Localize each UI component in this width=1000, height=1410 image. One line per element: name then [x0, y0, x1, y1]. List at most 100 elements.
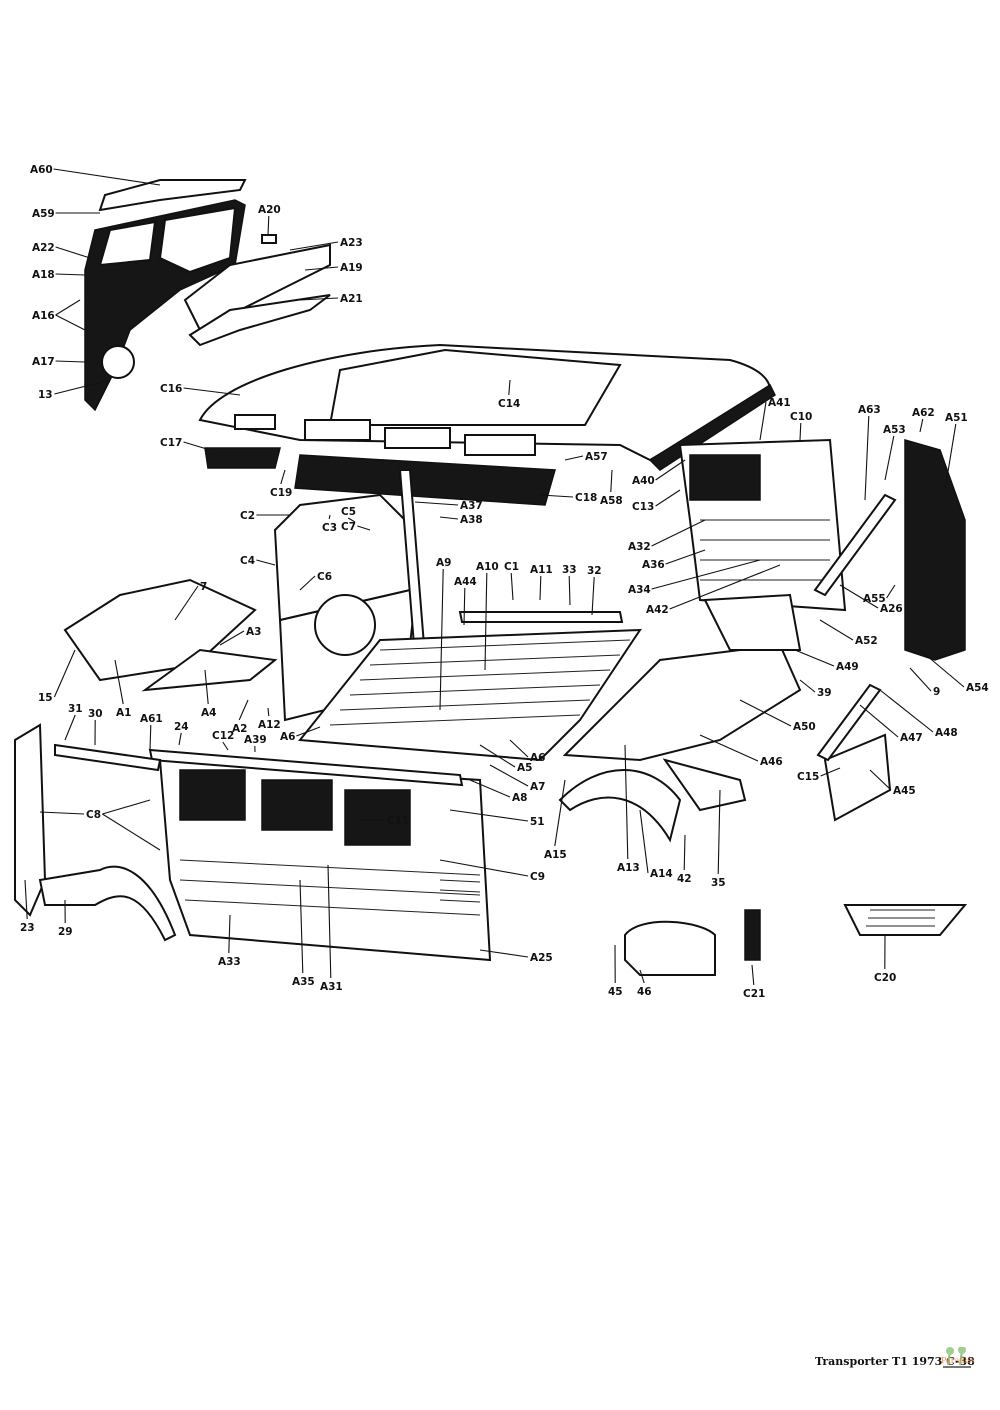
part-label-a55: A55: [863, 593, 886, 605]
leader-line: [651, 559, 761, 590]
part-label-a60: A60: [30, 164, 53, 176]
leader-line: [228, 914, 231, 954]
leader-line: [624, 744, 629, 860]
leader-line: [484, 572, 488, 671]
paradise-logo: Paradise: [941, 1347, 974, 1368]
leader-line: [102, 813, 161, 851]
part-label-a36: A36: [642, 559, 665, 571]
leader-line: [751, 964, 755, 986]
part-label-a63: A63: [858, 404, 881, 416]
leader-line: [39, 811, 85, 815]
leader-line: [299, 575, 316, 591]
leader-line: [509, 739, 529, 758]
part-label-32: 32: [587, 565, 602, 577]
leader-line: [267, 707, 270, 717]
part-label-a23: A23: [340, 237, 363, 249]
part-label-9: 9: [933, 686, 940, 698]
part-label-a4: A4: [201, 707, 216, 719]
part-label-33: 33: [562, 564, 577, 576]
leader-lines: [24, 168, 965, 986]
leader-line: [102, 799, 151, 815]
part-label-a50: A50: [793, 721, 816, 733]
part-label-30: 30: [88, 708, 103, 720]
part-label-c19: C19: [270, 487, 292, 499]
part-label-a62: A62: [912, 407, 935, 419]
leader-line: [24, 879, 28, 920]
leader-line: [238, 699, 249, 721]
leader-line: [328, 514, 331, 520]
leader-line: [919, 418, 924, 433]
part-label-a46: A46: [760, 756, 783, 768]
part-label-35: 35: [711, 877, 726, 889]
part-label-a8: A8: [512, 792, 527, 804]
page-caption: Transporter T1 1973 C-38: [815, 1355, 975, 1368]
part-label-c18: C18: [575, 492, 597, 504]
part-label-a52: A52: [855, 635, 878, 647]
leader-line: [469, 779, 511, 798]
part-label-c14: C14: [498, 398, 520, 410]
part-label-c2: C2: [240, 510, 255, 522]
leader-line: [884, 435, 895, 481]
leader-line: [669, 564, 781, 610]
leader-line: [886, 584, 896, 599]
leader-line: [639, 809, 649, 874]
leader-line: [53, 649, 76, 698]
part-label-a22: A22: [32, 242, 55, 254]
leader-line: [439, 859, 529, 877]
leader-line: [508, 379, 511, 396]
part-label-a42: A42: [646, 604, 669, 616]
part-label-a15: A15: [544, 849, 567, 861]
part-label-a21: A21: [340, 293, 363, 305]
part-label-c1: C1: [504, 561, 519, 573]
part-label-a2: A2: [232, 723, 247, 735]
leader-line: [256, 559, 276, 566]
leader-line: [820, 767, 841, 777]
part-label-a14: A14: [650, 868, 673, 880]
leader-line: [564, 455, 584, 461]
part-label-a40: A40: [632, 475, 655, 487]
leader-line: [683, 834, 686, 871]
leader-line: [909, 667, 932, 692]
leader-line: [55, 360, 86, 363]
leader-line: [449, 809, 529, 822]
part-label-a16: A16: [32, 310, 55, 322]
leader-line: [539, 575, 542, 601]
leader-line: [869, 769, 892, 791]
part-label-a61: A61: [140, 713, 163, 725]
leader-line: [864, 415, 870, 501]
leader-line: [114, 659, 124, 705]
part-label-a26: A26: [880, 603, 903, 615]
part-label-a9: A9: [436, 557, 451, 569]
leader-line: [655, 459, 686, 481]
leader-line: [55, 246, 91, 259]
leader-line: [879, 689, 934, 733]
part-label-45: 45: [608, 986, 623, 998]
part-label-a35: A35: [292, 976, 315, 988]
leader-line: [944, 423, 957, 491]
part-label-c11: C11: [387, 815, 409, 827]
leader-line: [204, 669, 209, 705]
part-label-c8: C8: [86, 809, 101, 821]
part-label-a53: A53: [883, 424, 906, 436]
leader-line: [610, 469, 613, 493]
part-label-a3: A3: [246, 626, 261, 638]
leader-line: [859, 704, 899, 738]
leader-line: [651, 519, 706, 547]
leader-line: [296, 726, 321, 737]
part-label-c13: C13: [632, 501, 654, 513]
part-label-c5: C5: [341, 506, 356, 518]
part-label-a48: A48: [935, 727, 958, 739]
part-label-13: 13: [38, 389, 53, 401]
leader-line: [639, 969, 645, 984]
part-label-c20: C20: [874, 972, 896, 984]
part-label-c21: C21: [743, 988, 765, 1000]
leader-line: [183, 441, 211, 451]
part-label-a13: A13: [617, 862, 640, 874]
leader-line: [280, 469, 286, 485]
part-label-7: 7: [200, 581, 207, 593]
part-label-c15: C15: [797, 771, 819, 783]
leader-line: [64, 714, 76, 741]
part-label-a17: A17: [32, 356, 55, 368]
leader-line: [717, 789, 721, 875]
